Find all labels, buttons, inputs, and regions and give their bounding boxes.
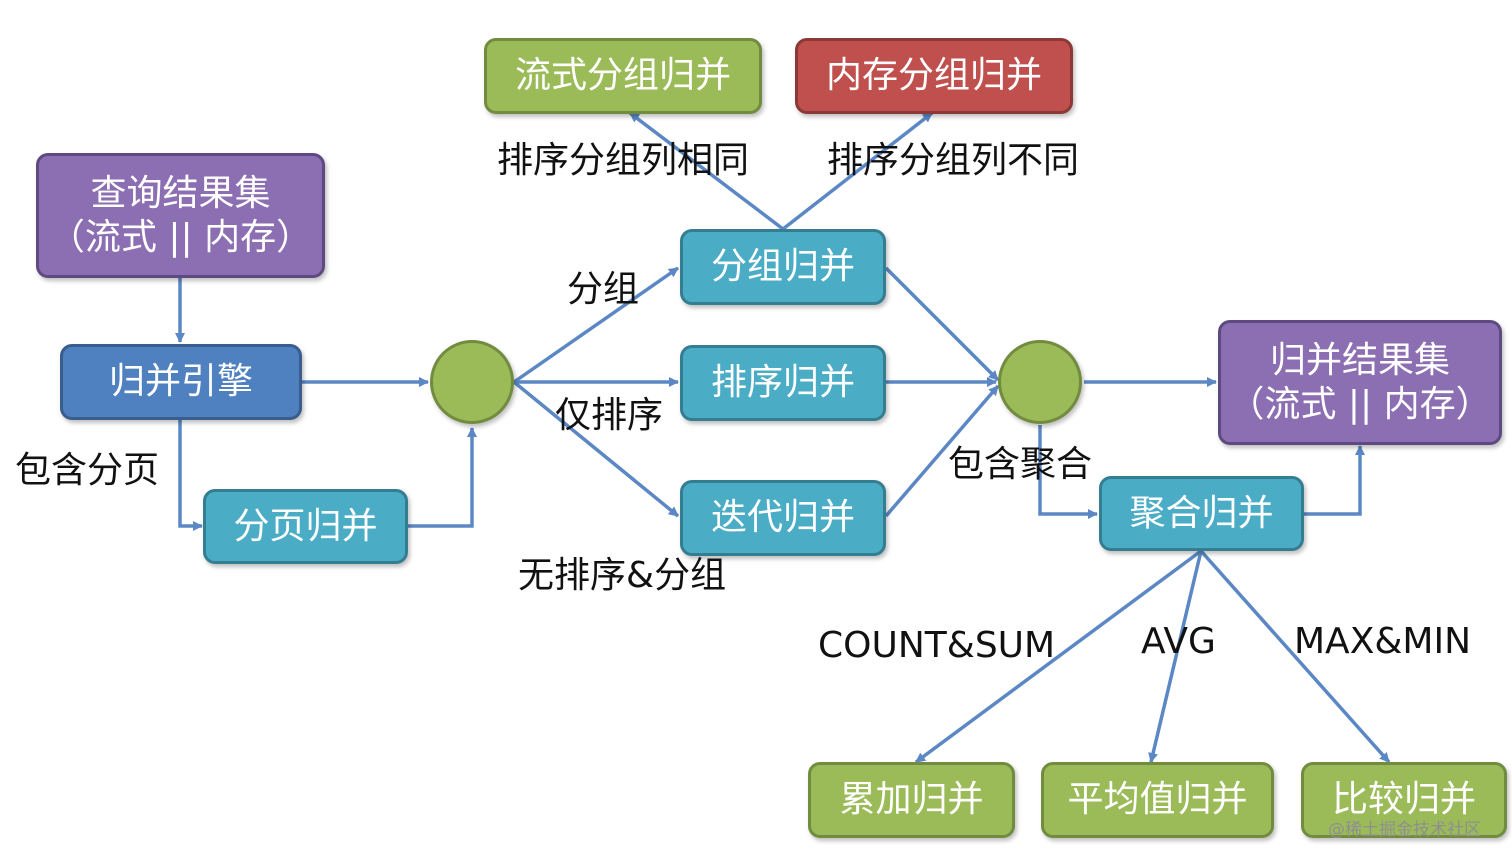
arrow-aggregate-to-compare — [1199, 549, 1391, 764]
arrow-paging-to-hub — [408, 427, 477, 528]
arrow-hub-to-iterate — [512, 380, 680, 518]
compare-merge-label: 比较归并 — [1331, 779, 1476, 821]
edge-label-group: 分组 — [567, 269, 640, 310]
arrow-aggregate-to-result — [1304, 445, 1365, 516]
arrow-hub-to-group — [513, 266, 679, 384]
paging-merge-label: 分页归并 — [233, 505, 378, 547]
merge-result-set-node: 归并结果集 （流式 || 内存） — [1218, 320, 1502, 445]
merge-result-set-title: 归并结果集 — [1269, 340, 1450, 382]
average-merge-node: 平均值归并 — [1041, 762, 1274, 838]
stream-group-merge-node: 流式分组归并 — [484, 38, 762, 114]
edge-label-max-min: MAX&MIN — [1294, 621, 1472, 662]
group-merge-node: 分组归并 — [680, 229, 886, 305]
query-result-set-mode: （流式 || 内存） — [48, 216, 313, 258]
arrow-group-to-hub2 — [884, 266, 1000, 382]
aggregate-merge-node: 聚合归并 — [1099, 476, 1304, 551]
merge-engine-node: 归并引擎 — [60, 344, 302, 420]
edge-label-sort-only: 仅排序 — [555, 395, 664, 436]
arrow-group-to-memory — [781, 111, 934, 231]
query-result-set-node: 查询结果集 （流式 || 内存） — [36, 153, 325, 278]
sort-merge-label: 排序归并 — [710, 362, 855, 404]
memory-group-merge-label: 内存分组归并 — [825, 55, 1042, 97]
watermark: @稀土掘金技术社区 — [1328, 820, 1481, 840]
compare-merge-node: 比较归并 — [1301, 762, 1507, 838]
group-merge-label: 分组归并 — [710, 246, 855, 288]
accumulate-merge-node: 累加归并 — [808, 762, 1015, 838]
iterate-merge-label: 迭代归并 — [710, 497, 855, 539]
arrow-engine-to-paging — [178, 420, 203, 531]
arrow-aggregate-to-accumulate — [914, 549, 1203, 764]
edge-label-avg: AVG — [1141, 621, 1216, 662]
merge-result-set-mode: （流式 || 内存） — [1228, 383, 1492, 425]
arrow-hub2-to-aggregate — [1038, 425, 1098, 519]
collect-hub-node — [998, 340, 1082, 424]
paging-merge-node: 分页归并 — [203, 489, 408, 564]
sort-merge-node: 排序归并 — [680, 345, 886, 421]
edge-label-count-sum: COUNT&SUM — [818, 625, 1056, 666]
arrow-iterate-to-hub2 — [884, 384, 1000, 518]
edge-label-include-aggregate: 包含聚合 — [948, 444, 1093, 485]
aggregate-merge-label: 聚合归并 — [1129, 492, 1274, 534]
stream-group-merge-label: 流式分组归并 — [514, 55, 731, 97]
arrow-group-to-stream — [628, 111, 785, 231]
average-merge-label: 平均值归并 — [1067, 779, 1248, 821]
edge-label-same-columns: 排序分组列相同 — [497, 140, 750, 181]
accumulate-merge-label: 累加归并 — [839, 779, 984, 821]
query-result-set-title: 查询结果集 — [90, 173, 271, 215]
edge-label-no-sort-group: 无排序&分组 — [518, 555, 727, 596]
dispatch-hub-node — [430, 340, 514, 424]
edge-label-include-paging: 包含分页 — [15, 450, 160, 491]
merge-engine-label: 归并引擎 — [108, 361, 253, 403]
iterate-merge-node: 迭代归并 — [680, 480, 886, 556]
memory-group-merge-node: 内存分组归并 — [795, 38, 1073, 114]
edge-label-diff-columns: 排序分组列不同 — [827, 140, 1080, 181]
arrow-aggregate-to-average — [1148, 550, 1203, 763]
